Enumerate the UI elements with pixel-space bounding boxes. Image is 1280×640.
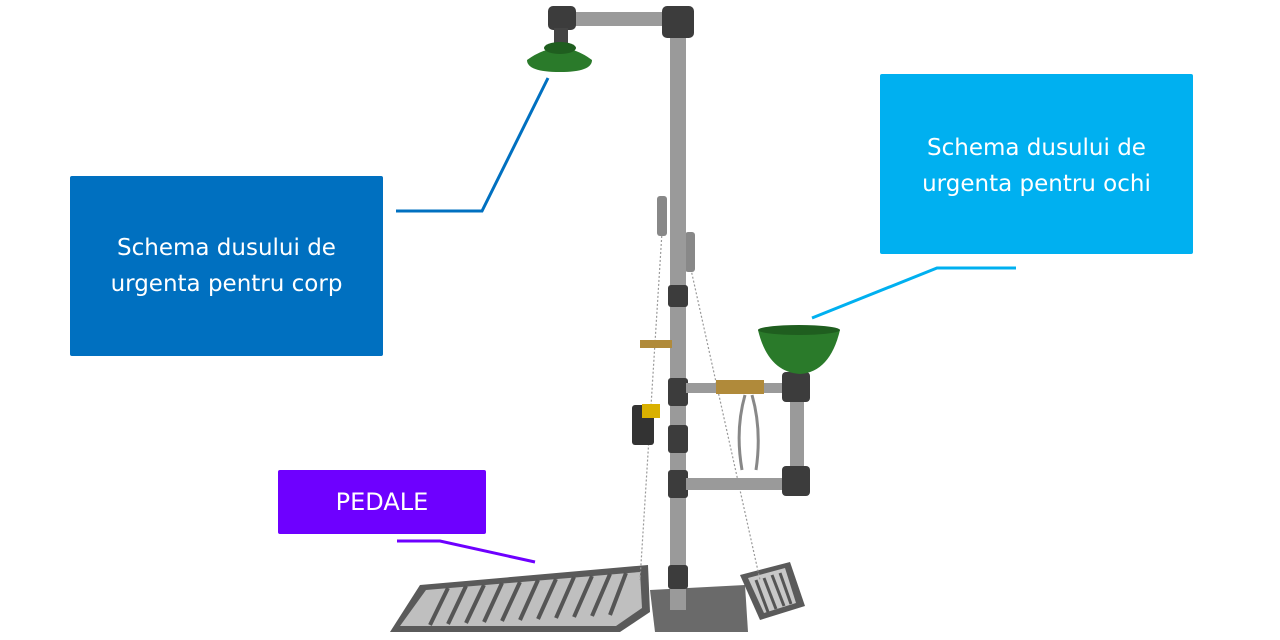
pedal-connector xyxy=(397,539,536,564)
eyewash-branch xyxy=(686,325,840,496)
pedals-label-text: PEDALE xyxy=(335,488,429,516)
body-shower-label-line1: Schema dusului de xyxy=(117,235,336,261)
main-pipe xyxy=(548,6,694,610)
pedals-label xyxy=(278,470,486,534)
body-shower-label-line2: urgenta pentru corp xyxy=(110,271,343,297)
eye-shower-connector xyxy=(811,266,1016,320)
eye-shower-label xyxy=(880,74,1193,254)
chain xyxy=(639,231,761,581)
body-shower-label xyxy=(70,176,383,356)
shower-valve xyxy=(632,340,672,445)
pedal-grating xyxy=(390,562,805,632)
eye-shower-label-line1: Schema dusului de xyxy=(927,135,1146,161)
body-shower-connector xyxy=(396,77,550,213)
spring xyxy=(657,196,695,272)
eye-shower-label-line2: urgenta pentru ochi xyxy=(922,171,1151,197)
shower-head xyxy=(527,42,592,72)
